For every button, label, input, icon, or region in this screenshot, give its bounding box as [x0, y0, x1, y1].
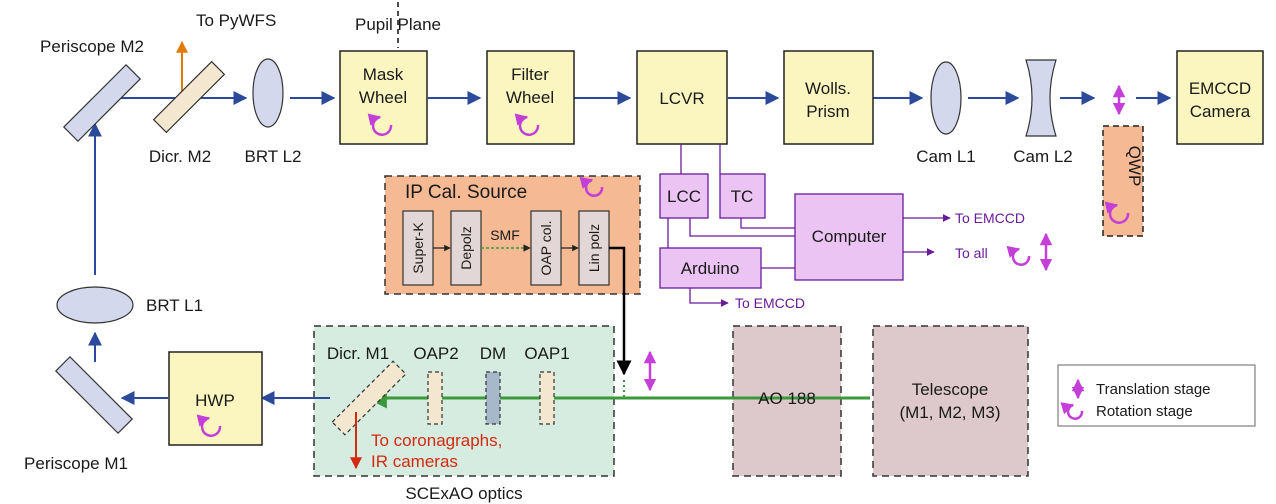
- tc-box: [719, 173, 766, 219]
- lcc-label: LCC: [667, 187, 701, 206]
- arduino-box: [659, 247, 762, 289]
- ip-source-title: IP Cal. Source: [405, 182, 527, 203]
- wire-lcc-computer: [689, 218, 795, 237]
- to-emccd-top-label: To EMCCD: [955, 210, 1025, 226]
- filter-wheel-rotation-icon: [514, 113, 540, 137]
- cam-l2-lens: [1025, 59, 1057, 137]
- to-pywfs-label: To PyWFS: [196, 11, 276, 30]
- emccd-camera-box: [1176, 50, 1264, 145]
- to-coronagraphs-label-1: To coronagraphs,: [371, 431, 502, 450]
- depolz-box: [450, 210, 482, 286]
- to-coronagraphs-label-2: IR cameras: [371, 452, 458, 471]
- dicroic-m1: [331, 360, 407, 436]
- super-k-label: Super-K: [410, 222, 426, 274]
- filter-wheel-label-1: Filter: [511, 65, 549, 84]
- ao188-box: [732, 325, 842, 477]
- tc-label: TC: [731, 187, 754, 206]
- ao188-label: AO 188: [758, 389, 816, 408]
- qwp-rotation-icon: [1104, 201, 1130, 225]
- qwp-label: QWP: [1125, 146, 1144, 187]
- legend-rotation-icon: [1060, 402, 1084, 420]
- brt-l2-lens: [252, 58, 284, 128]
- oap2-label: OAP2: [413, 344, 458, 363]
- smf-label: SMF: [490, 227, 520, 243]
- wolls-prism-label-2: Prism: [806, 102, 849, 121]
- dicr-m1-label: Dicr. M1: [327, 344, 389, 363]
- mask-wheel-box: [339, 50, 428, 145]
- pupil-plane-label: Pupil Plane: [355, 15, 441, 34]
- cam-l1-lens: [930, 61, 962, 135]
- legend-translation-label: Translation stage: [1096, 381, 1211, 398]
- filter-wheel-box: [486, 50, 575, 145]
- dicr-m2-label: Dicr. M2: [149, 147, 211, 166]
- cam-l1-label: Cam L1: [916, 147, 976, 166]
- scexao-optics-label: SCExAO optics: [405, 484, 522, 503]
- lcc-box: [659, 173, 709, 219]
- lcvr-label: LCVR: [659, 89, 704, 108]
- wolls-prism-label-1: Wolls.: [805, 79, 851, 98]
- lcvr-box: [636, 50, 728, 145]
- telescope-box: [872, 325, 1029, 477]
- filter-wheel-label-2: Wheel: [506, 88, 554, 107]
- hwp-box: [168, 351, 263, 446]
- telescope-label-2: (M1, M2, M3): [899, 403, 1000, 422]
- dm-label: DM: [480, 344, 506, 363]
- to-all-label: To all: [955, 245, 988, 261]
- wire-arduino-emccd: [689, 288, 729, 307]
- to-all-rotation-icon: [1006, 245, 1031, 266]
- legend-rotation-label: Rotation stage: [1096, 403, 1193, 420]
- periscope-m2-label: Periscope M2: [40, 37, 144, 56]
- computer-box: [794, 193, 904, 281]
- oap1-optic: [539, 371, 555, 425]
- hwp-label: HWP: [195, 391, 235, 410]
- oap2-optic: [427, 371, 443, 425]
- periscope-m2-mirror: [62, 63, 142, 143]
- mask-wheel-label-2: Wheel: [359, 88, 407, 107]
- periscope-m1-label: Periscope M1: [24, 454, 128, 473]
- brt-l2-label: BRT L2: [244, 147, 301, 166]
- depolz-label: Depolz: [458, 226, 474, 270]
- dicroic-m2: [152, 60, 226, 134]
- cam-l2-label: Cam L2: [1013, 147, 1073, 166]
- ip-source-rotation-icon: [579, 176, 604, 197]
- wire-tc-computer: [740, 218, 795, 229]
- mask-wheel-rotation-icon: [367, 113, 393, 137]
- brt-l1-label: BRT L1: [146, 296, 203, 315]
- ip-output-arrow: [609, 246, 632, 376]
- oap1-label: OAP1: [524, 344, 569, 363]
- legend-box: [1057, 364, 1256, 427]
- emccd-label-1: EMCCD: [1189, 79, 1251, 98]
- dm-optic: [485, 371, 501, 425]
- oap-col-label: OAP col.: [538, 221, 554, 276]
- wolls-prism-box: [783, 50, 874, 145]
- telescope-label-1: Telescope: [912, 380, 989, 399]
- arduino-label: Arduino: [681, 259, 740, 278]
- brt-l1-lens: [56, 286, 134, 324]
- hwp-rotation-icon: [196, 414, 222, 438]
- computer-label: Computer: [812, 227, 887, 246]
- oap-col-box: [530, 210, 562, 286]
- mask-wheel-label-1: Mask: [363, 65, 404, 84]
- periscope-m1-mirror: [54, 355, 134, 435]
- to-emccd-bottom-label: To EMCCD: [735, 295, 805, 311]
- lin-polz-box: [578, 210, 610, 286]
- lin-polz-label: Lin polz: [586, 224, 602, 272]
- emccd-label-2: Camera: [1190, 102, 1251, 121]
